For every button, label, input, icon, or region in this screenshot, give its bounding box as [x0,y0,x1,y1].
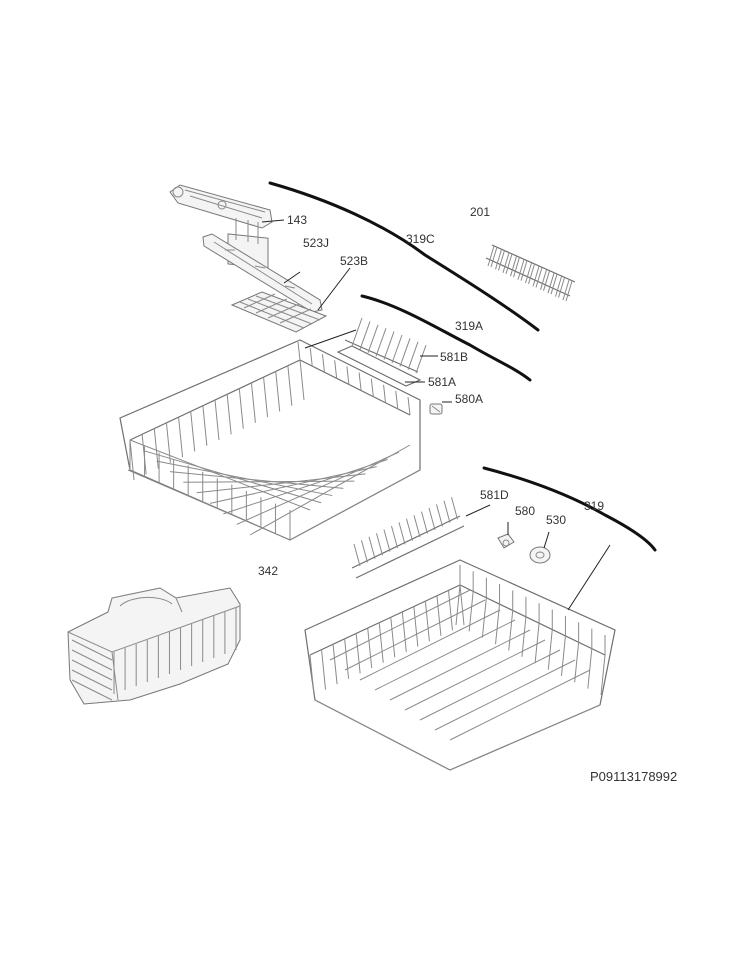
seal-319C [268,181,540,332]
callout-581D: 581D [480,488,509,502]
callout-581A: 581A [428,375,456,389]
callout-319A: 319A [455,319,483,333]
callout-143: 143 [287,213,307,227]
callout-labels: 143 523J 523B 319C 201 319A 581B 581A 58… [258,205,604,578]
part-581B-tine-rack [344,317,427,374]
part-201-tine-row [485,244,576,302]
part-580A-clip [429,403,443,415]
callout-530: 530 [546,513,566,527]
callout-523J: 523J [303,236,329,250]
lower-basket [304,559,616,771]
part-530-wheel [529,546,551,564]
part-580-clip [497,533,515,549]
part-523J-bracket [202,233,323,313]
part-342-cutlery-basket [67,587,241,705]
callout-580A: 580A [455,392,483,406]
callout-581B: 581B [440,350,468,364]
upper-basket [119,339,421,541]
callout-580: 580 [515,504,535,518]
callout-523B: 523B [340,254,368,268]
part-581D-tine-rack [351,497,465,579]
callout-319: 319 [584,499,604,513]
seal-319A [360,294,532,382]
callout-201: 201 [470,205,490,219]
part-523B-grid-insert [230,291,328,333]
seal-319 [482,466,657,552]
part-581A-tine-rack [336,345,422,387]
callout-319C: 319C [406,232,435,246]
callout-342: 342 [258,564,278,578]
drawing-reference-number: P09113178992 [590,769,677,784]
leader-lines [261,219,611,611]
